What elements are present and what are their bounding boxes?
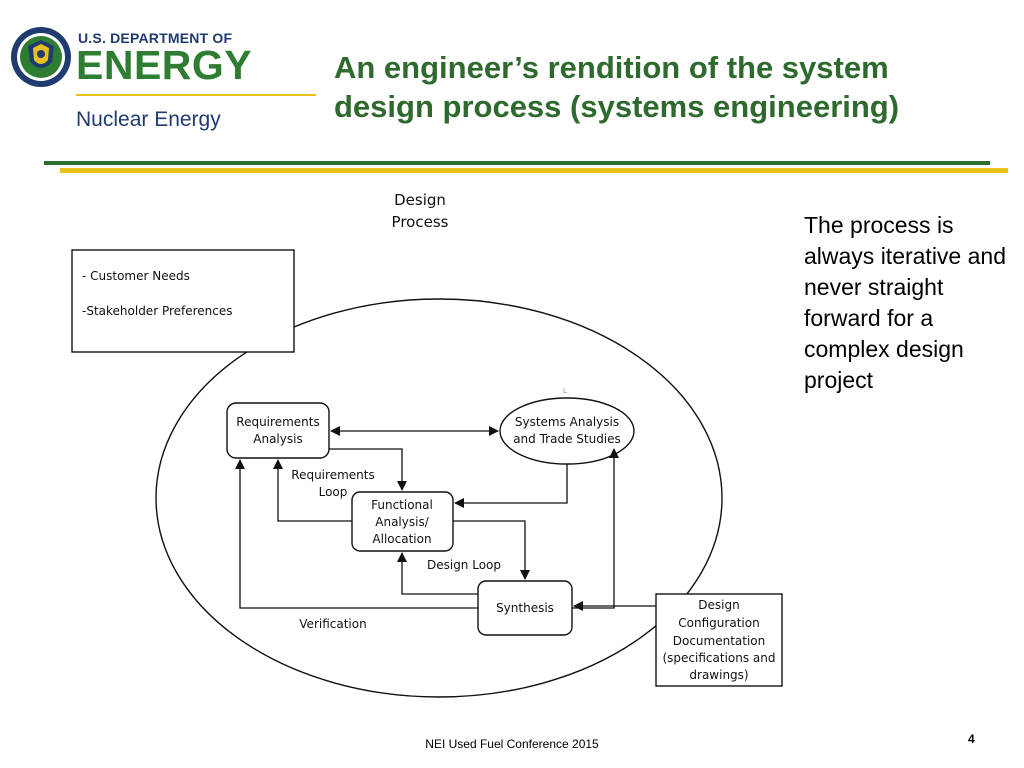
stray-mark: L <box>563 387 567 395</box>
logo-divider <box>76 94 316 96</box>
customer-needs-text: - Customer Needs <box>82 269 190 283</box>
side-note: The process is always iterative and neve… <box>804 212 1006 393</box>
arrow-design-loop <box>397 552 478 595</box>
requirements-loop-line1: Requirements <box>291 468 374 482</box>
slide-title: An engineer’s rendition of the system de… <box>334 50 900 124</box>
arrow-functional-synthesis <box>453 520 530 580</box>
output-line4: (specifications and <box>662 651 775 665</box>
requirements-loop-line2: Loop <box>319 485 348 499</box>
doe-seal-icon <box>11 27 71 87</box>
output-line5: drawings) <box>689 668 748 682</box>
functional-analysis-line1: Functional <box>371 498 433 512</box>
output-line3: Documentation <box>673 634 766 648</box>
page-number: 4 <box>968 732 975 746</box>
arrow-verification <box>235 459 478 609</box>
requirements-analysis-line2: Analysis <box>253 432 302 446</box>
systems-analysis-line2: and Trade Studies <box>513 432 621 446</box>
arrow-systems-functional <box>454 464 568 508</box>
input-box <box>71 249 295 353</box>
process-ellipse <box>155 298 723 698</box>
energy-wordmark: ENERGY <box>76 42 253 88</box>
stakeholder-preferences-text: -Stakeholder Preferences <box>82 304 233 318</box>
department-label: U.S. DEPARTMENT OF <box>78 30 233 46</box>
arrow-req-functional <box>329 448 407 491</box>
office-label: Nuclear Energy <box>76 108 221 131</box>
requirements-analysis-line1: Requirements <box>236 415 319 429</box>
requirements-analysis-box <box>226 402 330 459</box>
functional-analysis-line2: Analysis/ <box>375 515 429 529</box>
header-rule-gold <box>60 168 1008 173</box>
systems-analysis-line1: Systems Analysis <box>515 415 619 429</box>
verification-label: Verification <box>299 617 366 631</box>
process-label-line2: Process <box>392 213 449 231</box>
design-loop-label: Design Loop <box>427 558 501 572</box>
output-line2: Configuration <box>678 616 759 630</box>
output-box <box>655 593 783 687</box>
arrow-requirements-loop <box>273 459 352 522</box>
output-line1: Design <box>698 598 739 612</box>
footer-conference: NEI Used Fuel Conference 2015 <box>425 737 599 751</box>
arrow-synthesis-systems <box>572 448 619 609</box>
synthesis-text: Synthesis <box>496 601 554 615</box>
header-rule-green <box>44 161 990 165</box>
process-label-line1: Design <box>394 191 446 209</box>
functional-analysis-line3: Allocation <box>372 532 431 546</box>
